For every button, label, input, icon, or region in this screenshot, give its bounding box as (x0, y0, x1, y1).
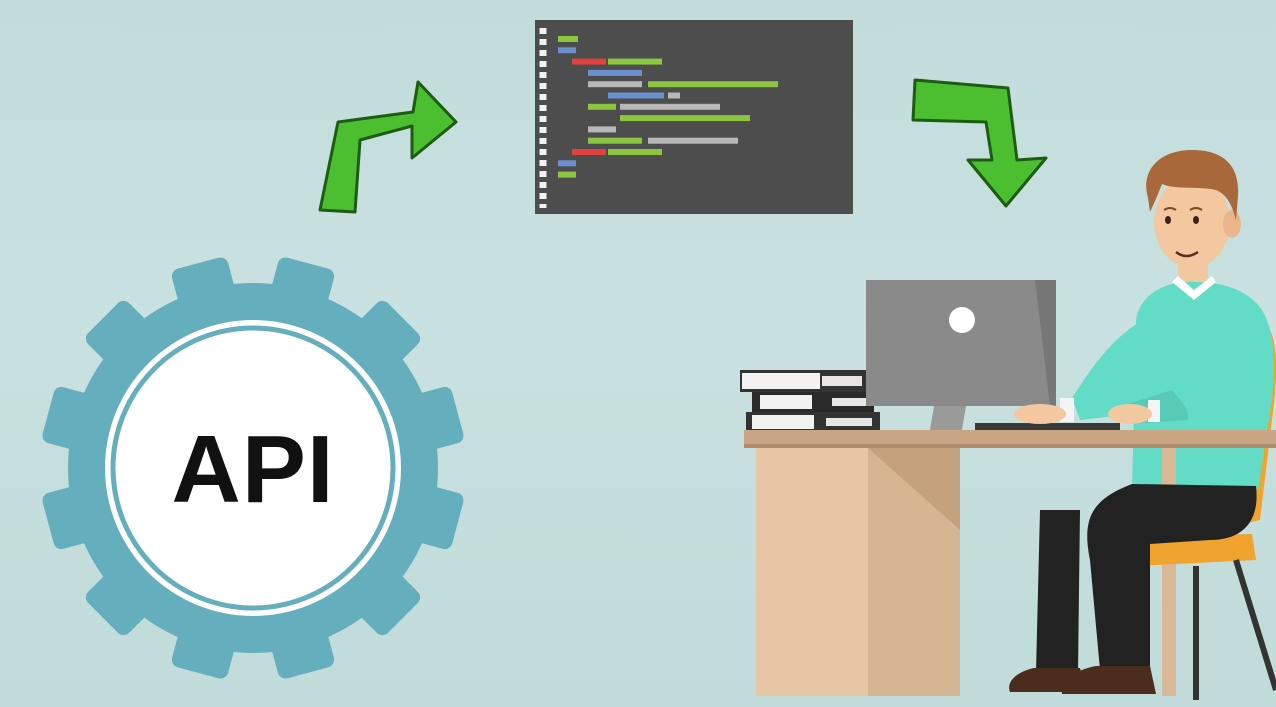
code-line (648, 137, 738, 144)
code-line (558, 47, 576, 54)
books-icon (740, 370, 880, 432)
arrow-down-icon (911, 78, 1048, 208)
code-line (620, 103, 720, 110)
code-line (588, 103, 616, 110)
code-line (558, 160, 576, 167)
code-line (608, 149, 662, 155)
code-line (588, 137, 642, 144)
code-line (558, 171, 576, 178)
api-label: API (171, 416, 335, 523)
gear-icon (42, 257, 464, 679)
developer-legs (1009, 484, 1276, 700)
code-line (588, 81, 642, 88)
code-line (608, 92, 664, 99)
code-line (588, 69, 642, 76)
code-window-icon (535, 20, 853, 214)
code-line (558, 36, 578, 42)
computer-icon (866, 280, 1120, 430)
desk (744, 430, 1276, 696)
code-line (668, 92, 680, 99)
code-line (588, 126, 616, 133)
code-line (648, 81, 778, 88)
arrow-right-icon (318, 80, 458, 214)
gear-inner-ring (105, 320, 401, 616)
code-line (572, 58, 606, 65)
code-line (608, 58, 662, 65)
code-line (620, 115, 750, 122)
code-line (572, 149, 606, 155)
